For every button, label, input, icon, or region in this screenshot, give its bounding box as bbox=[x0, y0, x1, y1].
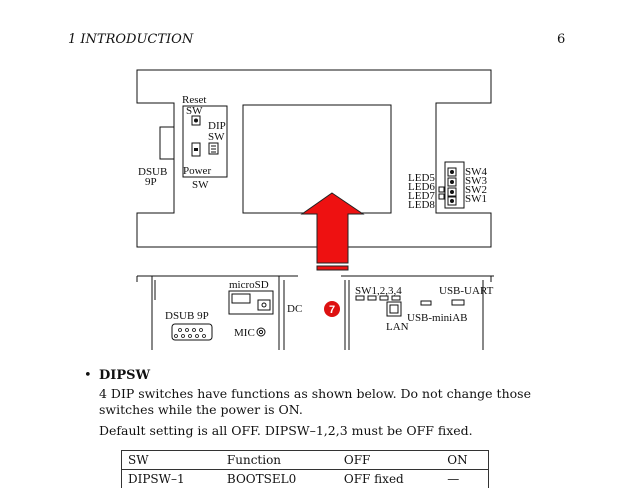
mic-label: MIC bbox=[234, 327, 255, 339]
usb-miniab-port bbox=[421, 301, 431, 305]
dc-label: DC bbox=[287, 303, 302, 315]
table-header-cell: SW bbox=[122, 451, 221, 470]
lan-label: LAN bbox=[386, 321, 409, 333]
dsub-bottom-label: DSUB 9P bbox=[165, 310, 209, 322]
usb-miniab-label: USB-miniAB bbox=[407, 312, 468, 324]
dipsw-description: 4 DIP switches have functions as shown b… bbox=[99, 386, 569, 418]
microsd-label: microSD bbox=[229, 279, 269, 291]
table-row: DIPSW–1 BOOTSEL0 OFF fixed — bbox=[122, 470, 489, 488]
lan-port bbox=[387, 302, 401, 316]
led8-label: LED8 bbox=[408, 199, 435, 211]
mic-icon bbox=[257, 328, 265, 336]
running-header-section: 1 INTRODUCTION bbox=[68, 32, 193, 47]
table-cell: — bbox=[441, 470, 488, 488]
bullet-icon: • bbox=[84, 368, 92, 383]
table-cell: BOOTSEL0 bbox=[221, 470, 338, 488]
usb-uart-label: USB-UART bbox=[439, 285, 494, 297]
sw1234-label: SW1,2,3,4 bbox=[355, 285, 402, 297]
central-module bbox=[243, 105, 391, 213]
dipsw-default-setting: Default setting is all OFF. DIPSW–1,2,3 … bbox=[99, 423, 473, 438]
power-label: Power bbox=[183, 165, 211, 177]
dsub-connector-top bbox=[160, 127, 174, 159]
sw1-label: SW1 bbox=[465, 193, 487, 205]
board-diagram: Reset SW DIP SW Power SW DSUB 9P LED5 LE… bbox=[0, 60, 640, 360]
table-header-cell: Function bbox=[221, 451, 338, 470]
dip-sw-label: SW bbox=[208, 131, 225, 143]
red-arrow bbox=[302, 193, 363, 263]
marker-7-label: 7 bbox=[329, 304, 335, 316]
power-sw-label: SW bbox=[192, 179, 209, 191]
usb-uart-port bbox=[452, 300, 464, 305]
table-header-cell: ON bbox=[441, 451, 488, 470]
page-number: 6 bbox=[557, 32, 565, 47]
reset-sw-label: SW bbox=[186, 105, 203, 117]
table-header-cell: OFF bbox=[338, 451, 441, 470]
table-cell: OFF fixed bbox=[338, 470, 441, 488]
dsub-top-9p-label: 9P bbox=[145, 176, 157, 188]
table-header-row: SW Function OFF ON bbox=[122, 451, 489, 470]
table-cell: DIPSW–1 bbox=[122, 470, 221, 488]
dsub-connector-bottom bbox=[172, 324, 212, 340]
dipsw-function-table: SW Function OFF ON DIPSW–1 BOOTSEL0 OFF … bbox=[121, 450, 489, 488]
section-title-dipsw: DIPSW bbox=[99, 368, 150, 383]
